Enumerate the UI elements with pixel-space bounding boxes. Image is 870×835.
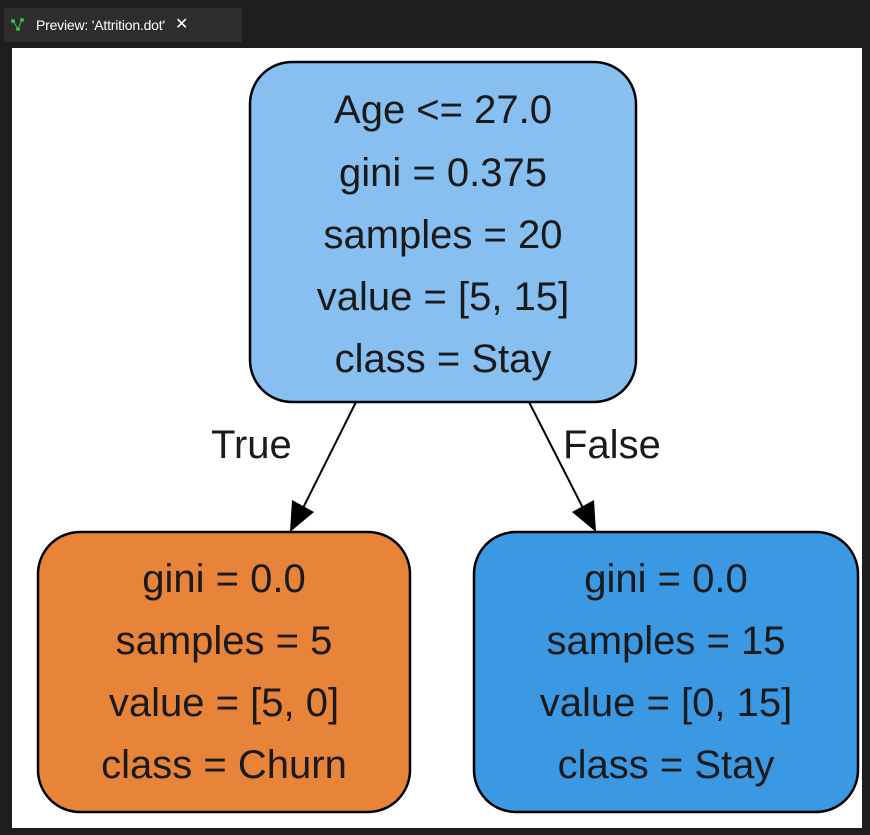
tab-attrition-preview[interactable]: Preview: 'Attrition.dot' ✕	[4, 8, 242, 42]
edge-true	[301, 401, 357, 511]
node-box	[472, 530, 860, 814]
edge-label-true: True	[211, 423, 292, 467]
close-icon[interactable]: ✕	[174, 16, 189, 33]
tab-title: Preview: 'Attrition.dot'	[36, 17, 165, 33]
node-line-class: class = Stay	[558, 743, 775, 787]
node-line-value: value = [0, 15]	[540, 681, 792, 725]
tree-node-root: Age <= 27.0 gini = 0.375 samples = 20 va…	[248, 60, 638, 404]
node-line-samples: samples = 15	[546, 619, 785, 663]
node-box	[248, 60, 638, 404]
node-line-split: Age <= 27.0	[334, 88, 552, 132]
node-line-class: class = Stay	[335, 337, 552, 381]
edge-false	[528, 401, 585, 511]
tree-node-right: gini = 0.0 samples = 15 value = [0, 15] …	[472, 530, 860, 814]
edge-false-arrowhead	[572, 500, 596, 532]
edge-label-false: False	[563, 423, 661, 467]
node-line-samples: samples = 20	[323, 213, 562, 257]
graph-preview-icon	[11, 18, 24, 31]
node-line-samples: samples = 5	[116, 619, 333, 663]
node-line-gini: gini = 0.0	[584, 557, 747, 601]
tree-node-left: gini = 0.0 samples = 5 value = [5, 0] cl…	[36, 530, 412, 814]
node-line-gini: gini = 0.375	[339, 151, 547, 195]
node-line-value: value = [5, 15]	[317, 275, 569, 319]
node-box	[36, 530, 412, 814]
node-line-value: value = [5, 0]	[109, 681, 339, 725]
node-line-gini: gini = 0.0	[142, 557, 305, 601]
node-line-class: class = Churn	[101, 743, 347, 787]
edge-true-arrowhead	[290, 500, 314, 532]
tab-bar: Preview: 'Attrition.dot' ✕	[0, 0, 870, 48]
